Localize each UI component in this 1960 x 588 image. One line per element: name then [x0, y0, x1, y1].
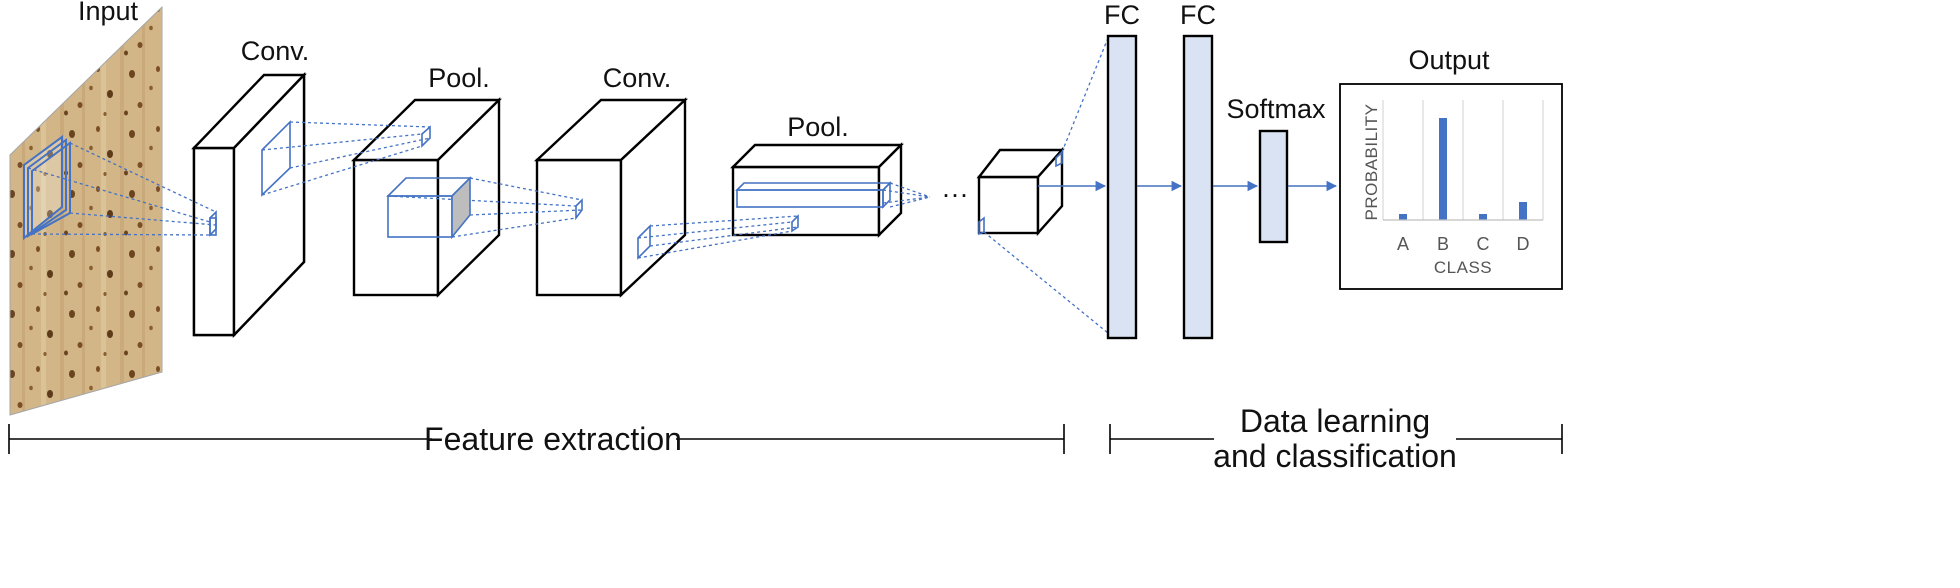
receptive-field-boxes: [209, 120, 1063, 260]
chart-x-axis-label: CLASS: [1434, 258, 1492, 277]
flatten-cube: [976, 146, 1065, 237]
chart-bars: [1399, 118, 1527, 220]
pool2-block: [730, 142, 904, 238]
chart-x-ticks: A B C D: [1397, 234, 1530, 254]
chart-bar-a: [1399, 214, 1407, 220]
receptive-field-lines: [27, 37, 1109, 334]
chart-tick-c: C: [1477, 234, 1490, 254]
chart-bar-b: [1439, 118, 1447, 220]
input-label: Input: [78, 0, 139, 26]
chart-tick-b: B: [1437, 234, 1449, 254]
chart-grid: [1382, 100, 1544, 220]
feature-extraction-bracket: [8, 424, 1065, 454]
softmax-layer: [1258, 129, 1289, 244]
conv2-label: Conv.: [603, 63, 672, 93]
feature-extraction-label: Feature extraction: [424, 421, 682, 457]
input-receptive-field: [23, 135, 71, 241]
fc2-label: FC: [1180, 0, 1216, 30]
chart-tick-d: D: [1517, 234, 1530, 254]
softmax-label: Softmax: [1226, 94, 1326, 124]
output-box: [1339, 83, 1563, 290]
pool1-label: Pool.: [428, 63, 490, 93]
conv1-label: Conv.: [241, 36, 310, 66]
conv1-block: [191, 72, 307, 338]
fc2-layer: [1182, 34, 1214, 340]
chart-y-axis-label: PROBABILITY: [1362, 104, 1381, 221]
chart-tick-a: A: [1397, 234, 1409, 254]
fc1-layer: [1106, 34, 1138, 340]
ellipsis-label: ···: [942, 179, 969, 209]
chart-bar-d: [1519, 202, 1527, 220]
fc1-label: FC: [1104, 0, 1140, 30]
classification-bracket: [1109, 424, 1563, 454]
conv2-block: [533, 97, 689, 298]
pool2-label: Pool.: [787, 112, 849, 142]
output-label: Output: [1408, 45, 1490, 75]
classification-label-line1: Data learning: [1240, 403, 1430, 439]
chart-bar-c: [1479, 214, 1487, 220]
classification-label-line2: and classification: [1213, 438, 1457, 474]
input-image: [9, 5, 163, 416]
